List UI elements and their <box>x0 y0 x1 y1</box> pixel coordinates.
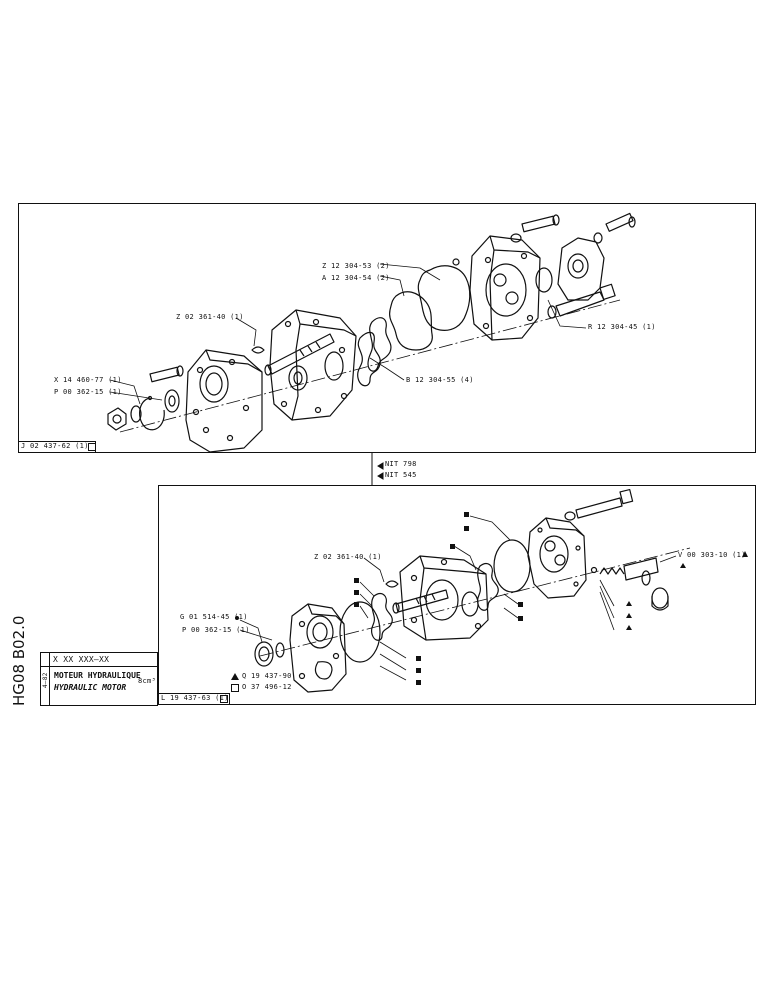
upper-oring-r <box>535 267 553 293</box>
upper-bolt-top-right <box>593 212 636 244</box>
label-r-12-304-45: R 12 304-45 (1) <box>588 323 656 331</box>
marker-dot <box>235 616 239 620</box>
lower-assembly-frame <box>158 485 756 705</box>
title-en: HYDRAULIC MOTOR <box>54 683 127 692</box>
lower-oring-mid <box>493 539 531 593</box>
upper-drive-shaft <box>264 333 335 376</box>
label-lower-z-02-361-40: Z 02 361-40 (1) <box>314 553 382 561</box>
label-x-14-460-77: X 14 460-77 (1) <box>54 376 122 384</box>
upper-nut <box>107 407 127 431</box>
upper-end-cover <box>557 237 605 301</box>
title-side-mark: 4–82 <box>42 672 49 688</box>
lower-long-bolt <box>564 488 634 521</box>
upper-bolt-left <box>149 365 184 383</box>
upper-rear-housing <box>469 235 541 341</box>
upper-pin <box>452 258 460 266</box>
upper-front-cover <box>185 349 263 453</box>
lower-valve-cap <box>651 587 669 611</box>
kit-box-symbol <box>88 443 96 451</box>
lower-wavy-seal-1 <box>370 592 393 641</box>
lower-oring-large <box>339 601 381 663</box>
lower-washer <box>275 642 285 658</box>
upper-key <box>251 346 265 354</box>
label-v-00-303-10: V 00 303-10 (1) <box>678 551 746 559</box>
kit-box-symbol-lower <box>220 695 228 703</box>
lower-leaders <box>239 515 677 681</box>
title-code: X XX XXX–XX <box>53 655 110 664</box>
lower-triangle-markers <box>626 563 686 630</box>
upper-assembly-frame <box>18 203 756 453</box>
upper-kit-ref: J 02 437-62 (1) <box>21 442 89 450</box>
upper-bolt-top <box>510 214 560 243</box>
lower-front-cover <box>289 603 347 693</box>
kit-ref-q: Q 19 437-90 <box>242 672 292 680</box>
upper-wavy-seal-1 <box>357 331 381 387</box>
open-square-icon <box>231 684 239 692</box>
label-b-12-304-55: B 12 304-55 (4) <box>406 376 474 384</box>
lower-pump-housing <box>399 555 489 641</box>
label-p-00-362-15: P 00 362-15 (1) <box>54 388 122 396</box>
lower-centerline <box>259 547 691 657</box>
upper-gasket-z <box>417 265 471 331</box>
lower-key <box>385 580 399 588</box>
triangle-marker-icon <box>742 551 748 557</box>
open-triangle-icon <box>231 673 239 680</box>
upper-centerline <box>119 299 621 433</box>
note-nit-545: NIT 545 <box>385 471 417 479</box>
upper-washer <box>130 405 142 423</box>
lower-valve-plug <box>623 557 659 586</box>
label-lower-p-00-362-15: P 00 362-15 (1) <box>182 626 250 634</box>
title-side-strip <box>40 652 50 706</box>
upper-pump-housing <box>269 309 357 421</box>
title-fr: MOTEUR HYDRAULIQUE <box>54 671 141 680</box>
title-displacement: 8cm³ <box>138 677 157 685</box>
note-nit-798: NIT 798 <box>385 460 417 468</box>
lower-square-markers <box>354 512 523 685</box>
page-code: HG08 B02.0 <box>10 615 28 706</box>
lower-shaft-seal <box>254 641 274 667</box>
upper-long-bolt <box>547 283 616 319</box>
lower-rear-cover <box>527 517 587 599</box>
lower-wavy-seal-2 <box>476 562 499 611</box>
label-z-12-304-53: Z 12 304-53 (2) <box>322 262 390 270</box>
label-z-02-361-40: Z 02 361-40 (1) <box>176 313 244 321</box>
upper-leaders <box>109 263 587 405</box>
lower-valve-spring <box>590 566 625 575</box>
lower-kit-ref: L 19 437-63 (1) <box>161 694 229 702</box>
upper-wavy-seal-2 <box>367 317 392 372</box>
upper-shaft-seal <box>164 389 180 413</box>
lower-kit-ref-box <box>158 693 230 705</box>
upper-snap-ring <box>139 395 165 431</box>
kit-ref-o: O 37 496-12 <box>242 683 292 691</box>
label-a-12-304-54: A 12 304-54 (2) <box>322 274 390 282</box>
upper-gasket-a <box>389 291 433 351</box>
label-g-01-514-45: G 01 514-45 (1) <box>180 613 248 621</box>
frame-connector <box>371 453 384 485</box>
